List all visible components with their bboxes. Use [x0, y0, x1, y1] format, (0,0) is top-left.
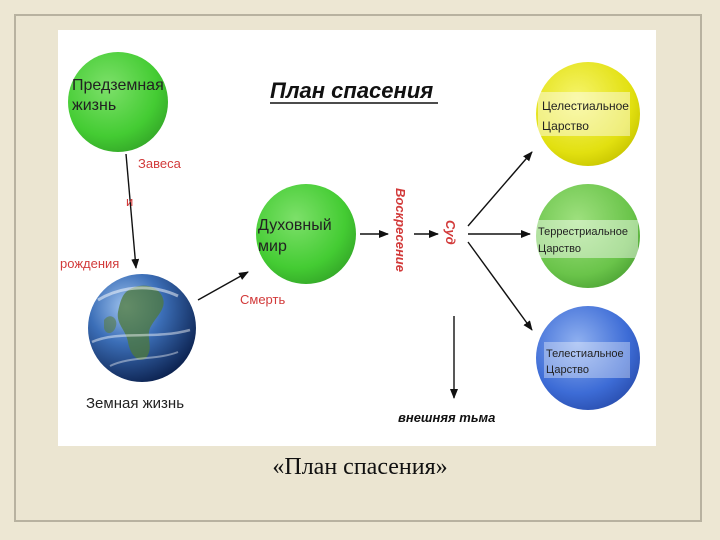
terrestrial-kingdom-circle [536, 184, 640, 288]
spirit-world-circle [256, 184, 356, 284]
arrow-to-celestial [467, 151, 533, 227]
veil-conjunction-label: и [126, 194, 133, 209]
diagram-canvas: План спасения Предземная жизнь Завеса и … [60, 52, 640, 425]
death-arrow [197, 271, 249, 301]
death-label: Смерть [240, 292, 285, 307]
celestial-label-backdrop [538, 92, 630, 136]
spirit-world-label: Духовный мир [258, 217, 336, 255]
judgment-label: Суд [443, 220, 458, 245]
telestial-kingdom-label: Телестиальное Царство [546, 348, 627, 376]
premortal-life-label: Предземная жизнь [72, 77, 168, 114]
earth-globe [88, 274, 196, 382]
premortal-life-circle [68, 52, 168, 152]
plan-of-salvation-diagram: План спасения Предземная жизнь Завеса и … [58, 30, 656, 446]
veil-of-birth-arrow [125, 153, 140, 269]
earth-life-label: Земная жизнь [86, 395, 184, 412]
diagram-title: План спасения [270, 78, 433, 103]
telestial-label-backdrop [544, 342, 630, 378]
slide-caption: «План спасения» [272, 454, 448, 480]
terrestrial-kingdom-label: Террестриальное Царство [538, 226, 631, 255]
resurrection-label: Воскресение [393, 188, 408, 272]
birth-label: рождения [60, 256, 119, 271]
outer-darkness-label: внешняя тьма [398, 410, 495, 425]
telestial-kingdom-circle [536, 306, 640, 410]
celestial-kingdom-circle [536, 62, 640, 166]
arrow-to-telestial [467, 241, 533, 331]
celestial-kingdom-label: Целестиальное Царство [542, 99, 632, 133]
veil-label: Завеса [138, 156, 182, 171]
terrestrial-label-backdrop [536, 220, 638, 258]
